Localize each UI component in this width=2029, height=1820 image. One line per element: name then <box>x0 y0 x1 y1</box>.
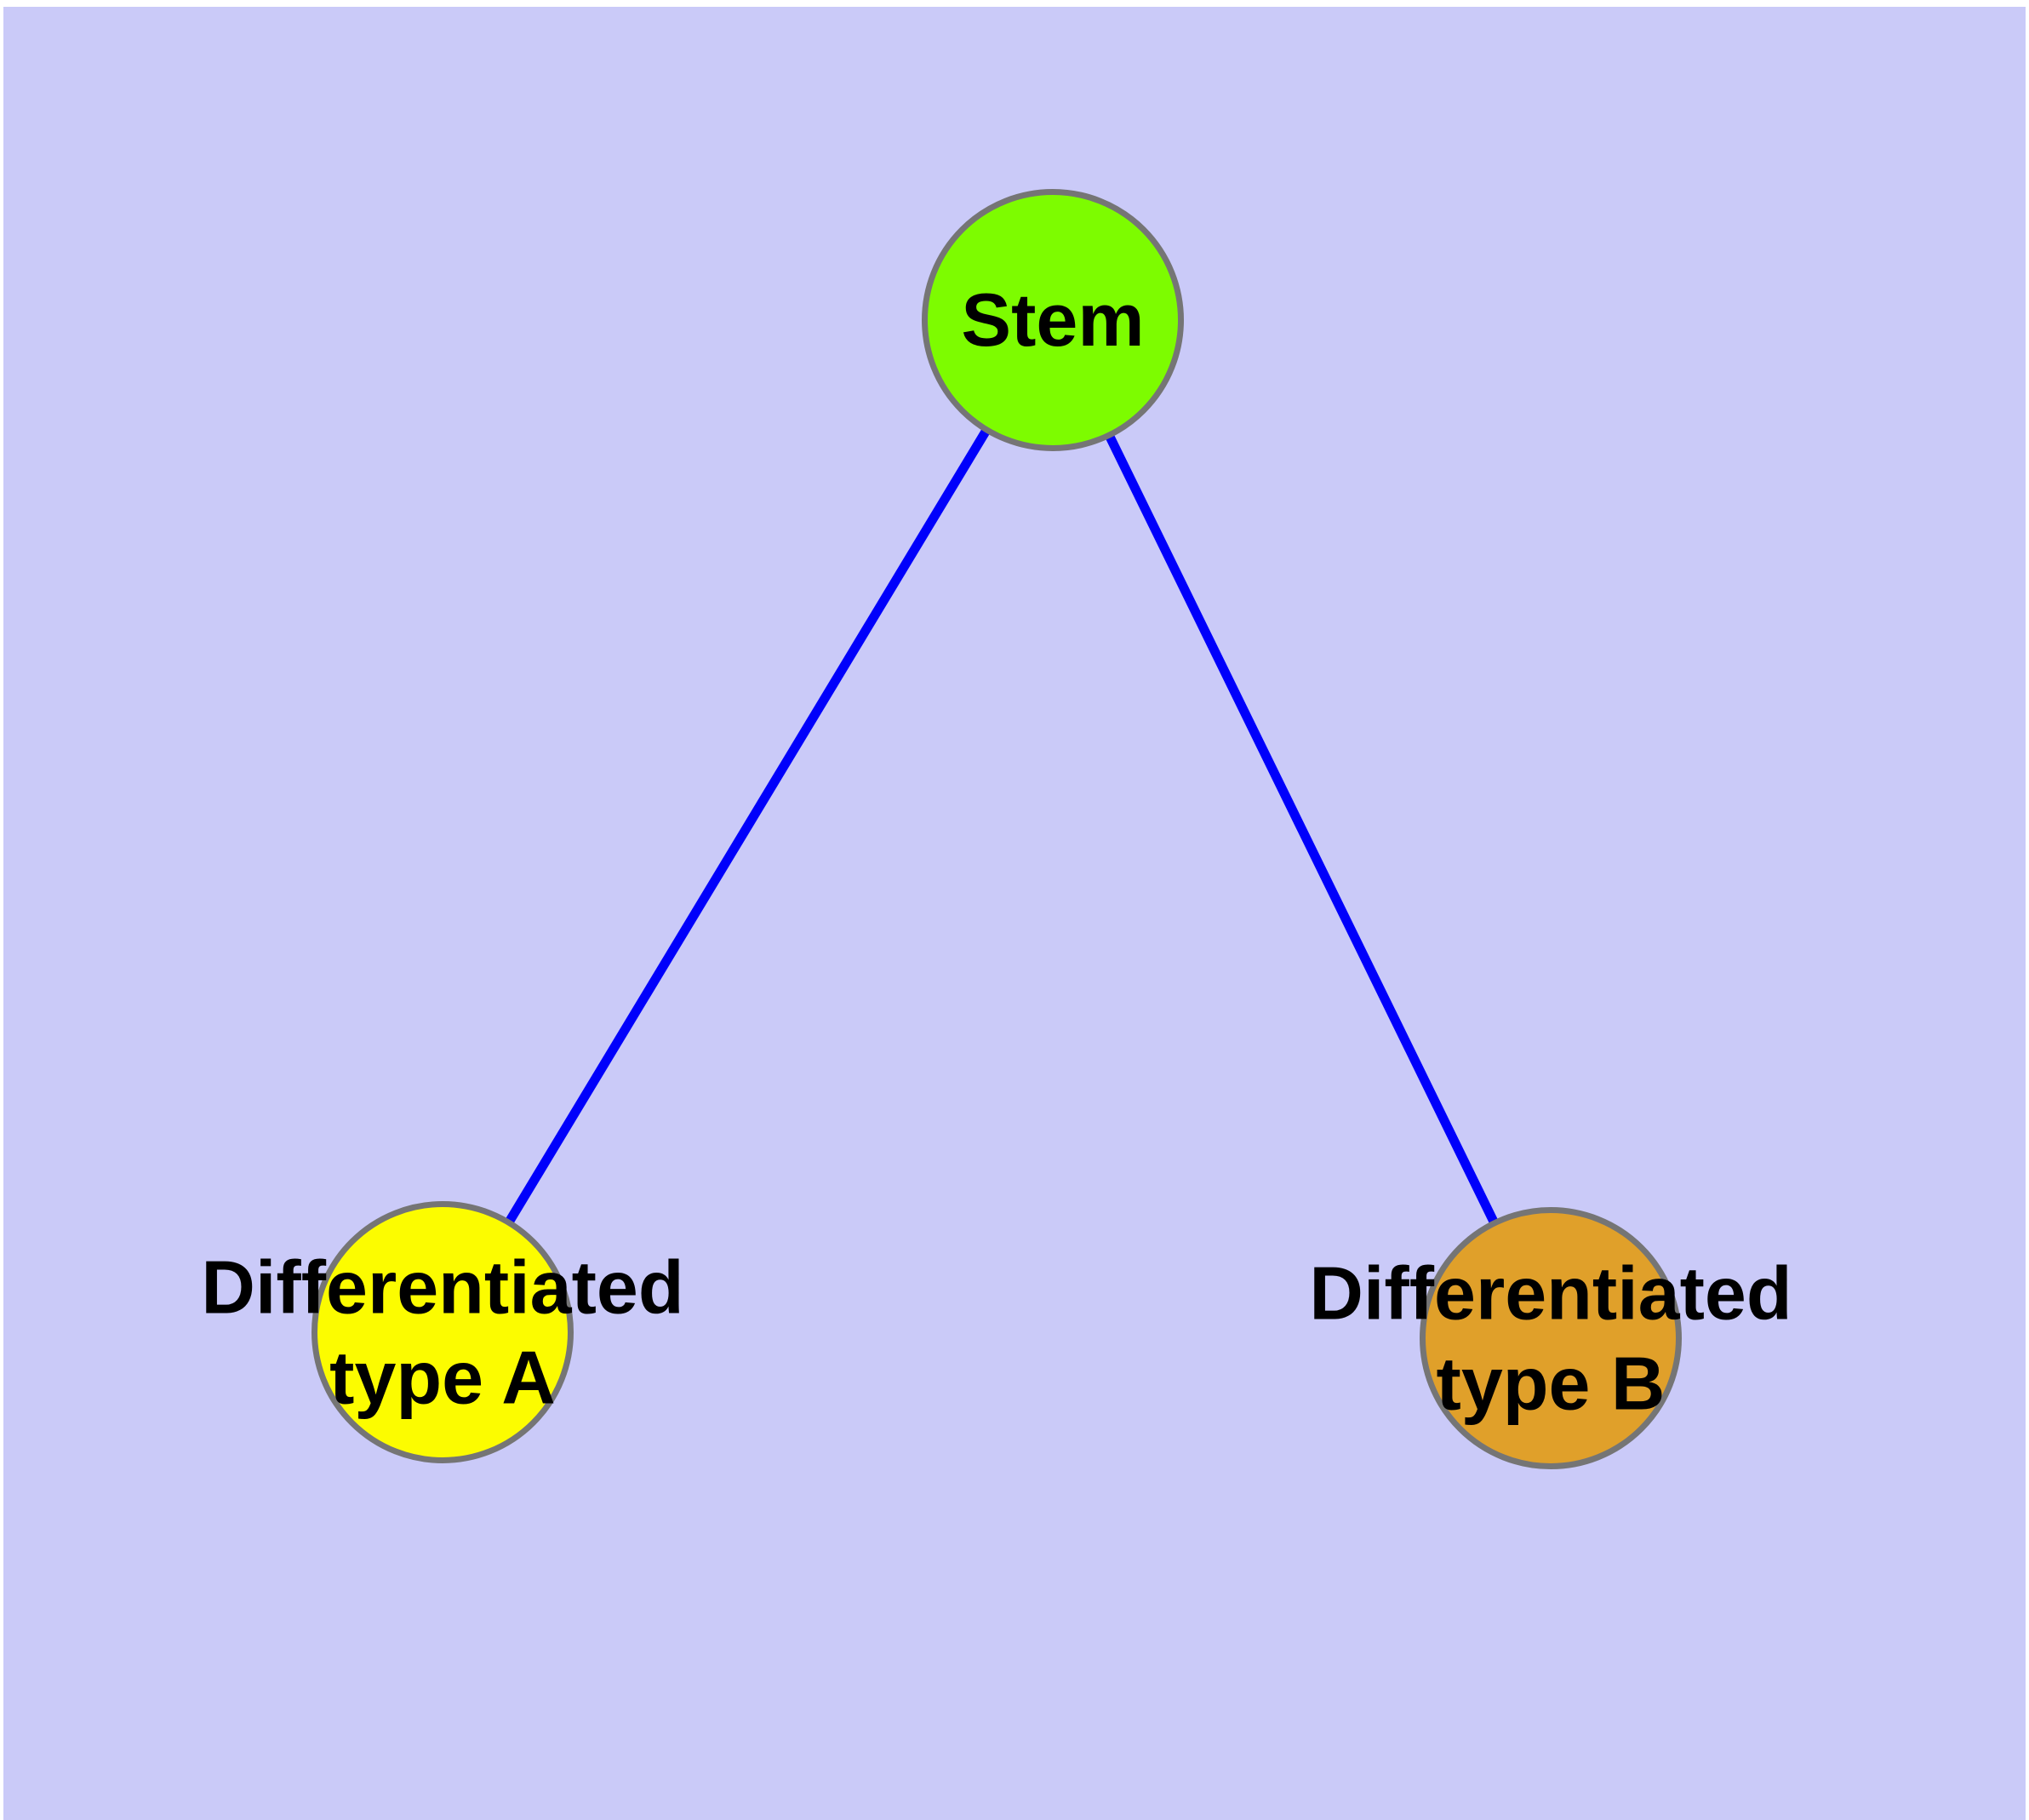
edge-stem-to-type-b <box>1049 318 1555 1341</box>
node-differentiated-type-a: Differentiated type A <box>201 1201 684 1463</box>
node-stem: Stem <box>922 189 1184 451</box>
edges-layer <box>438 318 1555 1341</box>
diagram-canvas: Stem Differentiated type A Differentiate… <box>3 7 2026 1820</box>
node-differentiated-type-b: Differentiated type B <box>1309 1207 1792 1469</box>
edge-stem-to-type-a <box>438 318 1057 1335</box>
